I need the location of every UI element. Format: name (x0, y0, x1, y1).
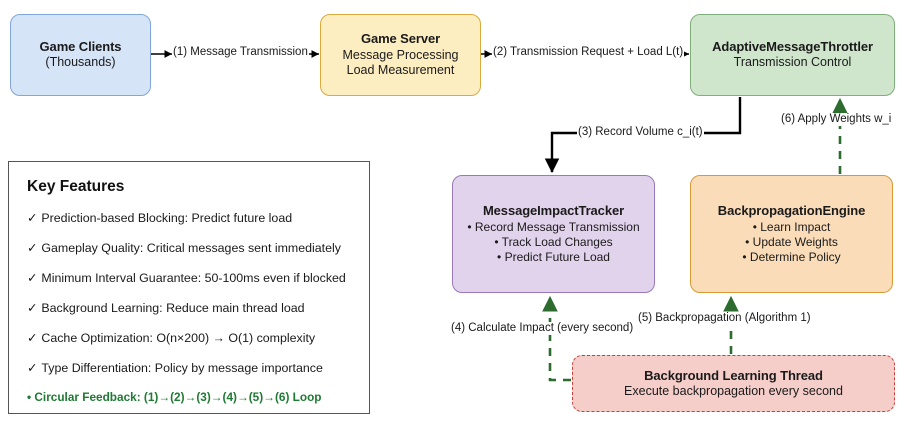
node-game-server-line1: Message Processing (342, 47, 459, 62)
node-throttler-title: AdaptiveMessageThrottler (712, 39, 873, 55)
feature-item-5-text: Cache Optimization: O(n×200) → O(1) comp… (41, 331, 316, 345)
feature-item-1-text: Prediction-based Blocking: Predict futur… (41, 211, 293, 225)
feature-item-6: ✓Type Differentiation: Policy by message… (27, 360, 369, 375)
feature-item-3-text: Minimum Interval Guarantee: 50-100ms eve… (41, 271, 346, 285)
node-backprop-bullet-3: • Determine Policy (742, 249, 841, 264)
node-tracker-bullet-3: • Predict Future Load (497, 249, 610, 264)
edge-label-4: (4) Calculate Impact (every second) (450, 322, 635, 335)
feature-item-5: ✓Cache Optimization: O(n×200) → O(1) com… (27, 330, 369, 345)
check-icon: ✓ (27, 241, 38, 255)
node-game-server-title: Game Server (360, 31, 441, 47)
node-background-learning-thread[interactable]: Background Learning Thread Execute backp… (572, 355, 895, 412)
feature-item-4: ✓Background Learning: Reduce main thread… (27, 300, 369, 315)
node-tracker-title: MessageImpactTracker (482, 203, 625, 219)
check-icon: ✓ (27, 331, 38, 345)
edge-label-2: (2) Transmission Request + Load L(t) (492, 46, 685, 59)
feature-item-3: ✓Minimum Interval Guarantee: 50-100ms ev… (27, 270, 369, 285)
node-game-clients-title: Game Clients (39, 39, 122, 55)
check-icon: ✓ (27, 271, 38, 285)
node-bgthread-title: Background Learning Thread (644, 367, 823, 383)
feature-item-2: ✓Gameplay Quality: Critical messages sen… (27, 240, 369, 255)
node-game-clients-subtitle: (Thousands) (45, 55, 116, 70)
key-features-heading: Key Features (27, 178, 125, 195)
edge-label-3: (3) Record Volume c_i(t) (577, 126, 704, 139)
feature-circular-feedback: • Circular Feedback: (1)→(2)→(3)→(4)→(5)… (27, 390, 322, 404)
check-icon: ✓ (27, 361, 38, 375)
node-backprop-bullet-1: • Learn Impact (752, 219, 831, 234)
node-backprop-bullet-2: • Update Weights (745, 234, 838, 249)
node-backprop-title: BackpropagationEngine (717, 203, 866, 219)
node-adaptive-message-throttler[interactable]: AdaptiveMessageThrottler Transmission Co… (690, 14, 895, 96)
check-icon: ✓ (27, 301, 38, 315)
node-game-server-line2: Load Measurement (346, 63, 455, 78)
node-tracker-bullet-2: • Track Load Changes (494, 234, 613, 249)
node-throttler-subtitle: Transmission Control (733, 55, 852, 70)
feature-item-4-text: Background Learning: Reduce main thread … (41, 301, 305, 315)
node-tracker-bullet-1: • Record Message Transmission (467, 219, 640, 234)
feature-item-1: ✓Prediction-based Blocking: Predict futu… (27, 210, 369, 225)
node-game-server[interactable]: Game Server Message Processing Load Meas… (320, 14, 481, 96)
edge-label-5: (5) Backpropagation (Algorithm 1) (637, 312, 812, 325)
node-game-clients[interactable]: Game Clients (Thousands) (10, 14, 151, 96)
node-message-impact-tracker[interactable]: MessageImpactTracker • Record Message Tr… (452, 175, 655, 293)
edge-4-bgthread-to-tracker (542, 295, 571, 382)
key-features-panel: Key Features ✓Prediction-based Blocking:… (8, 161, 370, 414)
feature-item-2-text: Gameplay Quality: Critical messages sent… (41, 241, 341, 255)
edge-label-6: (6) Apply Weights w_i (780, 113, 893, 126)
check-icon: ✓ (27, 211, 38, 225)
edge-label-1: (1) Message Transmission (172, 46, 309, 59)
node-backpropagation-engine[interactable]: BackpropagationEngine • Learn Impact • U… (690, 175, 893, 293)
feature-item-6-text: Type Differentiation: Policy by message … (41, 361, 323, 375)
node-bgthread-subtitle: Execute backpropagation every second (624, 383, 843, 398)
